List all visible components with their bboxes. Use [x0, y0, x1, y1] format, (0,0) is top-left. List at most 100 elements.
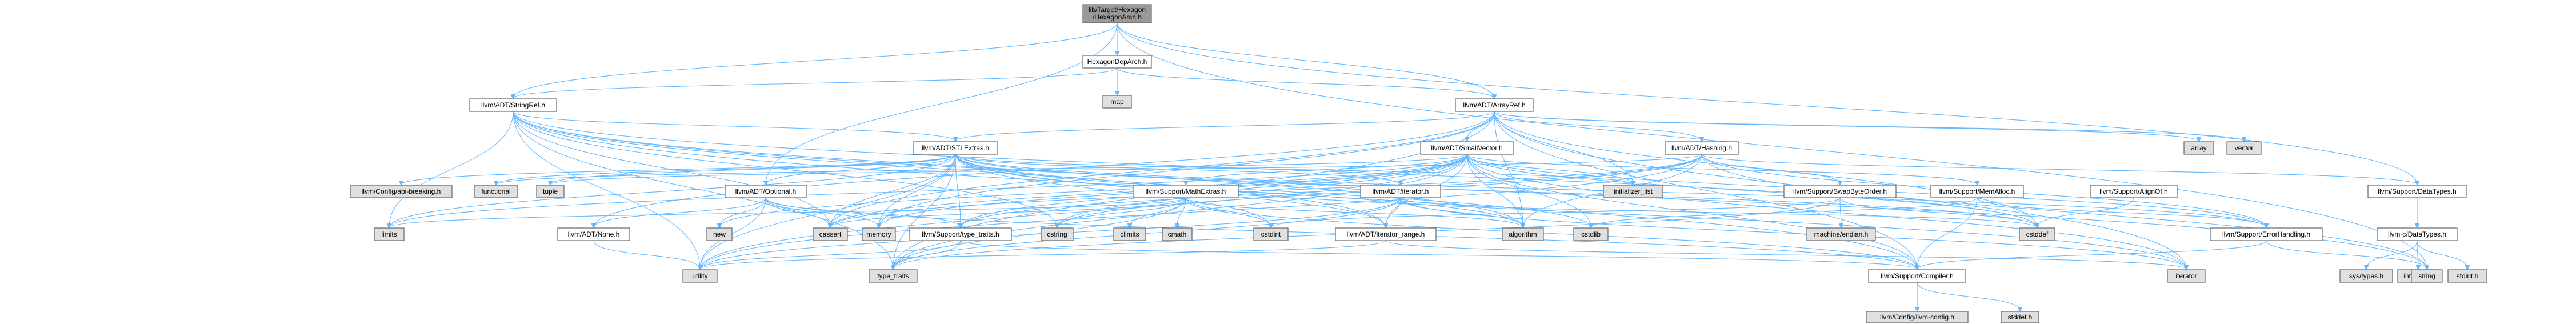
node-box-datatypes — [2367, 185, 2467, 198]
node-alignof[interactable]: llvm/Support/AlignOf.h — [2090, 185, 2178, 198]
node-smallvector[interactable]: llvm/ADT/SmallVector.h — [1420, 141, 1514, 155]
edge-cdatatypes-to-stdinth — [2417, 240, 2467, 269]
edge-optional-to-memory — [765, 197, 879, 227]
node-cstdlib: cstdlib — [1573, 227, 1609, 241]
node-supporttypetraits[interactable]: llvm/Support/type_traits.h — [909, 227, 1012, 241]
node-box-mathextras — [1133, 185, 1239, 198]
node-box-climits — [1113, 227, 1146, 241]
node-box-iteratorh — [1360, 185, 1441, 198]
node-box-smallvector — [1420, 141, 1514, 155]
node-label-llvmconfig: llvm/Config/llvm-config.h — [1880, 313, 1954, 321]
node-iteratorrange[interactable]: llvm/ADT/iterator_range.h — [1335, 227, 1437, 241]
edge-layer — [389, 22, 2467, 311]
edge-smallvector-to-functional — [496, 154, 1467, 185]
node-stlextras[interactable]: llvm/ADT/STLExtras.h — [913, 141, 998, 155]
node-box-optional — [725, 185, 807, 198]
edge-none-to-utility — [593, 240, 700, 269]
edge-compiler-to-stddefh — [1917, 282, 2020, 311]
node-label-limits: limits — [381, 230, 397, 238]
node-memalloc[interactable]: llvm/Support/MemAlloc.h — [1930, 185, 2024, 198]
node-initlist: initializer_list — [1603, 185, 1663, 198]
node-optional[interactable]: llvm/ADT/Optional.h — [725, 185, 807, 198]
node-arrayref[interactable]: llvm/ADT/ArrayRef.h — [1455, 98, 1534, 112]
node-box-array — [2183, 141, 2214, 155]
node-datatypes[interactable]: llvm/Support/DataTypes.h — [2367, 185, 2467, 198]
edge-iteratorh-to-iterator — [1400, 197, 2186, 269]
edge-iteratorh-to-cstddef — [1400, 197, 2037, 227]
node-box-vector — [2226, 141, 2262, 155]
node-label-new: new — [713, 230, 726, 238]
node-label-cstring: cstring — [1047, 230, 1067, 238]
node-box-swapbyteorder — [1783, 185, 1897, 198]
node-label-memory: memory — [866, 230, 891, 238]
node-box-hashing — [1665, 141, 1739, 155]
node-mathextras[interactable]: llvm/Support/MathExtras.h — [1133, 185, 1239, 198]
edge-memalloc-to-compiler — [1917, 197, 1978, 269]
node-stringref[interactable]: llvm/ADT/StringRef.h — [469, 98, 557, 112]
node-cstring: cstring — [1041, 227, 1074, 241]
node-label-iteratorh: llvm/ADT/iterator.h — [1373, 187, 1429, 195]
node-swapbyteorder[interactable]: llvm/Support/SwapByteOrder.h — [1783, 185, 1897, 198]
node-box-cstring — [1041, 227, 1074, 241]
edge-hashing-to-tuple — [550, 154, 1702, 185]
node-label-compiler: llvm/Support/Compiler.h — [1881, 272, 1953, 280]
node-typetraits: type_traits — [869, 269, 918, 283]
node-iteratorh[interactable]: llvm/ADT/iterator.h — [1360, 185, 1441, 198]
edge-arrayref-to-vector — [1494, 111, 2244, 141]
node-abibreaking: llvm/Config/abi-breaking.h — [350, 185, 453, 198]
edge-iteratorrange-to-iterator — [1385, 240, 2186, 269]
node-hexdeparch[interactable]: HexagonDepArch.h — [1082, 55, 1152, 69]
node-climits: climits — [1113, 227, 1146, 241]
node-label-stdinth: stdint.h — [2457, 272, 2479, 280]
node-label-memalloc: llvm/Support/MemAlloc.h — [1939, 187, 2015, 195]
node-label-supporttypetraits: llvm/Support/type_traits.h — [922, 230, 999, 238]
edge-stringref-to-stlextras — [513, 111, 955, 141]
edge-mathextras-to-cassert — [830, 197, 1186, 227]
edge-stlextras-to-cstdint — [955, 154, 1271, 227]
node-label-string: string — [2418, 272, 2435, 280]
node-label-utility: utility — [692, 272, 707, 280]
edge-optional-to-new — [719, 197, 766, 227]
edge-swapbyteorder-to-cstdint — [1271, 197, 1841, 227]
edge-arrayref-to-cstddef — [1494, 111, 2037, 227]
node-cassert: cassert — [813, 227, 848, 241]
edge-stlextras-to-limits — [389, 154, 956, 227]
node-box-llvmconfig — [1866, 311, 1969, 323]
edge-hashing-to-swapbyteorder — [1701, 154, 1840, 185]
node-functional: functional — [474, 185, 518, 198]
node-label-cdatatypes: llvm-c/DataTypes.h — [2388, 230, 2446, 238]
node-box-systypes — [2339, 269, 2393, 283]
node-endian: machine/endian.h — [1806, 227, 1876, 241]
edge-supporttypetraits-to-utility — [700, 240, 961, 269]
edge-smallvector-to-algorithm — [1466, 154, 1523, 227]
node-box-typetraits — [869, 269, 918, 283]
node-label-stddefh: stddef.h — [2008, 313, 2033, 321]
edge-root-to-datatypes — [1117, 22, 2417, 185]
edge-iteratorh-to-iteratorrange — [1386, 197, 1401, 227]
node-box-errorhandling — [2210, 227, 2323, 241]
edge-mathextras-to-cmath — [1177, 197, 1186, 227]
node-none[interactable]: llvm/ADT/None.h — [557, 227, 630, 241]
node-box-string — [2411, 269, 2443, 283]
edge-arrayref-to-compiler — [1494, 111, 1917, 269]
node-label-hexdeparch: HexagonDepArch.h — [1087, 58, 1147, 66]
node-hashing[interactable]: llvm/ADT/Hashing.h — [1665, 141, 1739, 155]
node-box-stdinth — [2447, 269, 2487, 283]
edge-smallvector-to-cstdlib — [1466, 154, 1591, 227]
node-box-stringref — [469, 98, 557, 112]
node-cdatatypes[interactable]: llvm-c/DataTypes.h — [2377, 227, 2458, 241]
node-root[interactable]: lib/Target/Hexagon/HexagonArch.h — [1082, 4, 1152, 23]
node-label-initlist: initializer_list — [1614, 187, 1653, 195]
node-label-arrayref: llvm/ADT/ArrayRef.h — [1463, 101, 1525, 109]
node-box-supporttypetraits — [909, 227, 1012, 241]
edge-root-to-arrayref — [1117, 22, 1494, 98]
node-label-climits: climits — [1120, 230, 1139, 238]
edge-arrayref-to-stlextras — [955, 111, 1495, 141]
node-box-abibreaking — [350, 185, 453, 198]
node-errorhandling[interactable]: llvm/Support/ErrorHandling.h — [2210, 227, 2323, 241]
node-box-cdatatypes — [2377, 227, 2458, 241]
node-compiler[interactable]: llvm/Support/Compiler.h — [1868, 269, 1966, 283]
node-label-cstddef: cstddef — [2026, 230, 2049, 238]
node-box-algorithm — [1502, 227, 1544, 241]
